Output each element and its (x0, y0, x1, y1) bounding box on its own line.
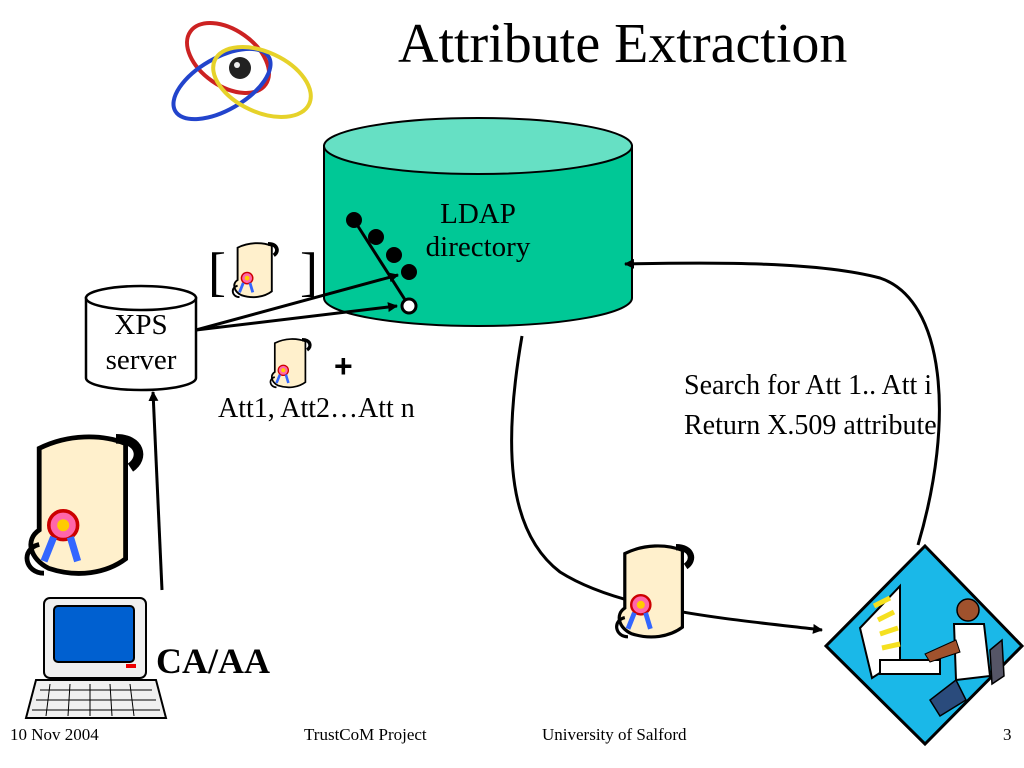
person-at-computer-icon (823, 543, 1024, 747)
slide-title: Attribute Extraction (398, 13, 848, 75)
logo-rings-icon (171, 21, 313, 122)
ldap-label-line1: LDAP (440, 198, 516, 230)
footer-project: TrustCoM Project (304, 725, 427, 744)
certificate-scroll-icon (230, 241, 279, 300)
certificate-scroll-icon (617, 546, 691, 637)
xps-server-cylinder (84, 284, 198, 392)
footer-page-number: 3 (1003, 725, 1012, 744)
certificate-scroll-icon (268, 337, 312, 390)
certificate-scroll-icon (27, 437, 139, 573)
xps-label-line1: XPS (114, 309, 168, 341)
computer-terminal-icon (24, 597, 168, 719)
ldap-directory-cylinder (323, 117, 633, 327)
xps-server-label: XPS server (86, 308, 196, 378)
bracket-close: ] (300, 242, 318, 302)
bracket-open: [ (208, 242, 226, 302)
ldap-label: LDAP directory (400, 198, 556, 264)
attributes-label: Att1, Att2…Att n (218, 393, 415, 424)
search-line2: Return X.509 attribute (684, 410, 937, 441)
ldap-label-line2: directory (425, 231, 531, 263)
footer-date: 10 Nov 2004 (10, 725, 99, 744)
plus-sign: + (334, 348, 353, 384)
flow-arrows (148, 258, 941, 634)
attribute-chain (346, 212, 418, 315)
search-note: Search for Att 1.. Att i Return X.509 at… (684, 366, 937, 446)
ca-aa-label: CA/AA (156, 641, 270, 681)
search-line1: Search for Att 1.. Att i (684, 370, 933, 401)
xps-label-line2: server (105, 344, 177, 376)
footer-university: University of Salford (542, 725, 687, 744)
